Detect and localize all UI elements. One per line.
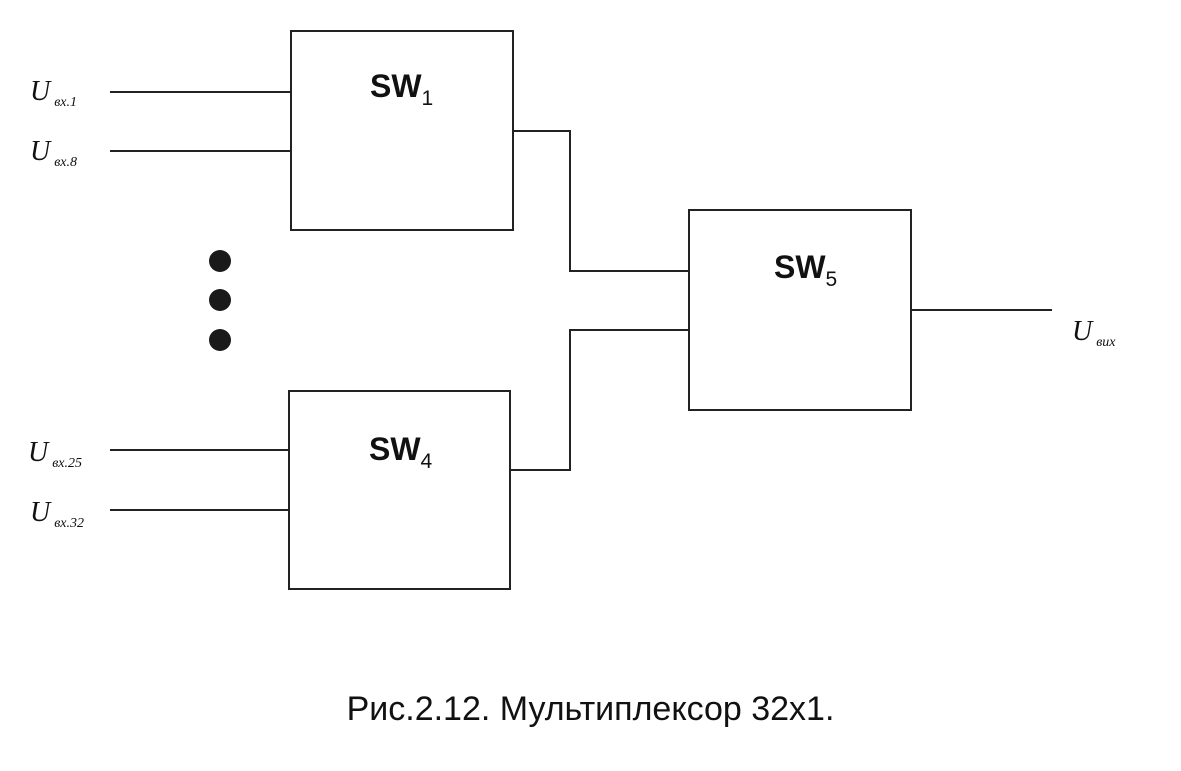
block-sw4 — [288, 390, 511, 590]
wire-sw1-to-sw5 — [513, 130, 689, 272]
ellipsis-dot — [209, 289, 231, 311]
block-sw5-label: SW5 — [774, 249, 837, 291]
wire-sw4-to-sw5 — [510, 329, 689, 471]
ellipsis-dot — [209, 329, 231, 351]
block-sw4-label: SW4 — [369, 431, 433, 473]
block-sw1 — [290, 30, 514, 231]
block-sw5 — [688, 209, 912, 411]
ellipsis-dot — [209, 250, 231, 272]
figure-caption: Рис.2.12. Мультиплексор 32х1. — [346, 690, 835, 728]
block-sw1-label: SW1 — [370, 68, 433, 110]
